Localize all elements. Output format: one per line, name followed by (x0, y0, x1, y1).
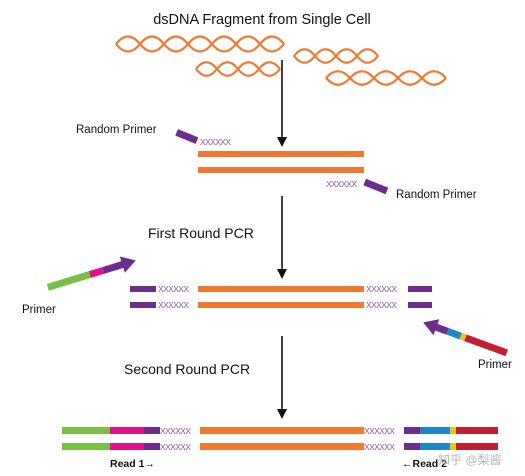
helix-4b (325, 70, 447, 86)
dsdna-strand-top (198, 151, 364, 157)
random-primer-label-bottom: Random Primer (396, 189, 477, 201)
primer-label-right: Primer (478, 359, 512, 371)
primer-arrow-icon (119, 256, 136, 273)
random-tail-bottom: XXXXXX (326, 179, 357, 189)
final-library-bottom: XXXXXX XXXXXX (62, 442, 498, 452)
fr-purple-left-top (130, 286, 156, 292)
final-library-top: XXXXXX XXXXXX (62, 426, 498, 436)
random-primer-label-top: Random Primer (76, 124, 157, 136)
dna-fragment-helices (115, 35, 447, 86)
fr-x-left-bottom: XXXXXX (158, 300, 189, 310)
svg-text:XXXXXX: XXXXXX (364, 426, 395, 436)
helix-4a (325, 70, 447, 86)
primer-segment-purple (102, 260, 126, 274)
primer-left-arrow (46, 256, 136, 291)
diagram-title: dsDNA Fragment from Single Cell (153, 12, 371, 28)
fr-dna-top (198, 286, 364, 292)
fr-x-right-bottom: XXXXXX (366, 300, 397, 310)
watermark: 知乎 @梨酱 (438, 452, 502, 467)
primer-segment-yellow (459, 332, 467, 342)
primer-label-left: Primer (22, 304, 56, 316)
primer-right-arrow (423, 319, 509, 357)
helix-1b (115, 35, 285, 53)
svg-text:XXXXXX: XXXXXX (160, 442, 191, 452)
second-round-pcr-label: Second Round PCR (124, 361, 250, 377)
primer-segment-purple (433, 323, 449, 335)
primer-segment-green (46, 271, 91, 291)
read-1-label: Read 1→ (110, 458, 155, 470)
dsdna-strand-bottom (198, 167, 364, 173)
read-2-label: ←Read 2 (402, 458, 447, 470)
helix-2b (195, 61, 281, 77)
fr-x-left-top: XXXXXX (158, 284, 189, 294)
fr-purple-right-bottom (408, 302, 432, 308)
first-round-pcr-label: First Round PCR (148, 225, 254, 241)
helix-3b (293, 48, 379, 64)
fr-dna-bottom (198, 302, 364, 308)
helix-1a (115, 35, 285, 53)
primer-arrow-icon (423, 319, 440, 336)
svg-text:XXXXXX: XXXXXX (364, 442, 395, 452)
fr-purple-left-bottom (130, 302, 156, 308)
random-primer-top (175, 129, 199, 144)
primer-segment-blue (446, 328, 462, 340)
primer-segment-red (464, 334, 509, 357)
fr-x-right-top: XXXXXX (366, 284, 397, 294)
random-tail-top: XXXXXX (200, 137, 231, 147)
svg-text:XXXXXX: XXXXXX (160, 426, 191, 436)
random-primer-bottom (363, 178, 389, 195)
primer-segment-magenta (88, 267, 105, 278)
fr-purple-right-top (408, 286, 432, 292)
